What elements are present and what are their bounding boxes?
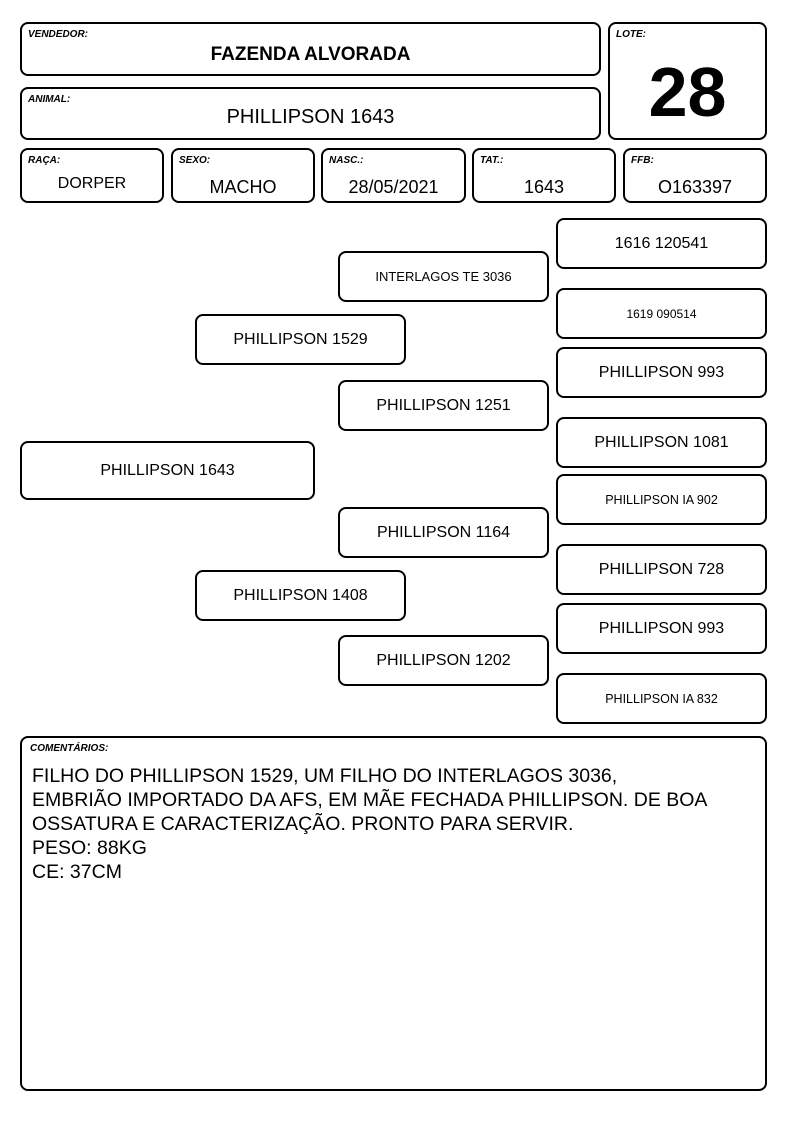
raca-value: DORPER	[57, 175, 127, 192]
animal-box: ANIMAL: PHILLIPSON 1643	[20, 87, 601, 140]
pedigree-sds: PHILLIPSON 993	[556, 347, 767, 398]
sexo-value: MACHO	[209, 177, 277, 197]
pedigree-sdd: PHILLIPSON 1081	[556, 417, 767, 468]
ffb-box: FFB: O163397	[623, 148, 767, 203]
sexo-box: SEXO: MACHO	[171, 148, 315, 203]
lote-number: 28	[648, 53, 727, 131]
tat-label: TAT.:	[480, 155, 504, 166]
lote-box: LOTE: 28	[608, 22, 767, 140]
nasc-value: 28/05/2021	[348, 177, 439, 197]
comments-text: FILHO DO PHILLIPSON 1529, UM FILHO DO IN…	[32, 765, 708, 883]
pedigree-dam-sire: PHILLIPSON 1164	[338, 507, 549, 558]
pedigree-sire-sire: INTERLAGOS TE 3036	[338, 251, 549, 302]
pedigree-dds: PHILLIPSON 993	[556, 603, 767, 654]
sexo-label: SEXO:	[179, 155, 211, 166]
comments-label: COMENTÁRIOS:	[30, 743, 109, 754]
ffb-value: O163397	[657, 177, 733, 197]
vendedor-label: VENDEDOR:	[28, 29, 89, 40]
pedigree-dam-dam: PHILLIPSON 1202	[338, 635, 549, 686]
pedigree-sss: 1616 120541	[556, 218, 767, 269]
animal-label: ANIMAL:	[28, 94, 71, 105]
pedigree-animal: PHILLIPSON 1643	[20, 441, 315, 500]
animal-value: PHILLIPSON 1643	[226, 106, 395, 128]
pedigree-ddd: PHILLIPSON IA 832	[556, 673, 767, 724]
vendedor-box: VENDEDOR: FAZENDA ALVORADA	[20, 22, 601, 76]
pedigree-sire: PHILLIPSON 1529	[195, 314, 406, 365]
comments-box: COMENTÁRIOS: FILHO DO PHILLIPSON 1529, U…	[20, 736, 767, 1091]
pedigree-dsd: PHILLIPSON 728	[556, 544, 767, 595]
pedigree-dss: PHILLIPSON IA 902	[556, 474, 767, 525]
vendedor-value: FAZENDA ALVORADA	[210, 44, 411, 65]
raca-box: RAÇA: DORPER	[20, 148, 164, 203]
pedigree-dam: PHILLIPSON 1408	[195, 570, 406, 621]
nasc-box: NASC.: 28/05/2021	[321, 148, 466, 203]
raca-label: RAÇA:	[28, 155, 61, 166]
tat-value: 1643	[523, 177, 565, 197]
tat-box: TAT.: 1643	[472, 148, 616, 203]
lote-label: LOTE:	[616, 29, 646, 40]
pedigree-ssd: 1619 090514	[556, 288, 767, 339]
ffb-label: FFB:	[631, 155, 654, 166]
nasc-label: NASC.:	[329, 155, 364, 166]
pedigree-sire-dam: PHILLIPSON 1251	[338, 380, 549, 431]
